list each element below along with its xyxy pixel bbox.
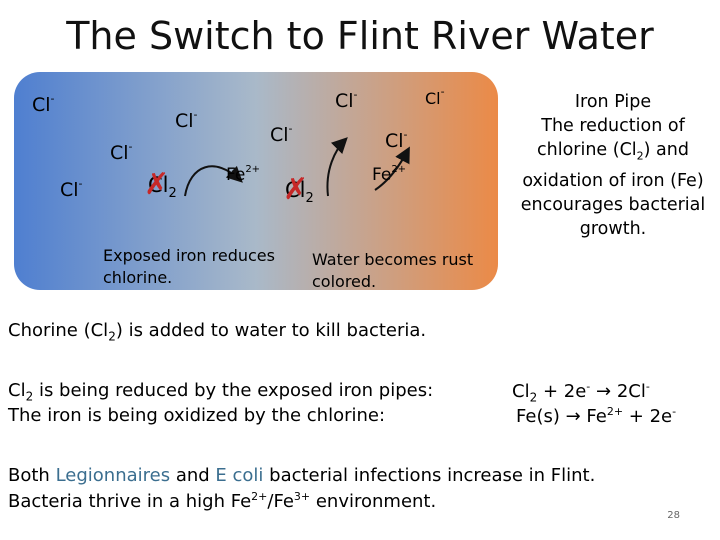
reduction-equation: Cl2 + 2e- → 2Cl- [512, 380, 650, 405]
crossed-out-mark-icon: ✗ [283, 175, 308, 205]
iron-environment-line: Bacteria thrive in a high Fe2+/Fe3+ envi… [8, 490, 436, 512]
chloride-ion-label: Cl- [425, 85, 445, 108]
note-heading: Iron Pipe [508, 90, 718, 114]
infection-line: Both Legionnaires and E coli bacterial i… [8, 465, 595, 486]
chloride-ion-label: Cl- [335, 88, 358, 112]
chloride-ion-label: Cl- [175, 108, 198, 132]
page-number: 28 [667, 510, 680, 521]
oxidation-line: The iron is being oxidized by the chlori… [8, 405, 385, 426]
chloride-ion-label: Cl- [60, 177, 83, 201]
caption-exposed-iron: Exposed iron reduces chlorine. [103, 245, 283, 289]
chlorine-purpose-line: Chorine (Cl2) is added to water to kill … [8, 320, 426, 344]
oxidation-equation: Fe(s) → Fe2+ + 2e- [516, 405, 676, 427]
reduction-line: Cl2 is being reduced by the exposed iron… [8, 380, 433, 404]
note-text: The reduction of chlorine (Cl2) and oxid… [508, 114, 718, 241]
crossed-out-mark-icon: ✗ [144, 170, 169, 200]
iron-pipe-note: Iron Pipe The reduction of chlorine (Cl2… [508, 90, 718, 241]
chloride-ion-label: Cl- [385, 128, 408, 152]
iron-ion-label: Fe2+ [226, 164, 260, 185]
iron-ion-label: Fe2+ [372, 164, 406, 185]
chloride-ion-label: Cl- [270, 122, 293, 146]
chloride-ion-label: Cl- [32, 92, 55, 116]
caption-rust-colored: Water becomes rust colored. [312, 249, 482, 293]
chloride-ion-label: Cl- [110, 140, 133, 164]
